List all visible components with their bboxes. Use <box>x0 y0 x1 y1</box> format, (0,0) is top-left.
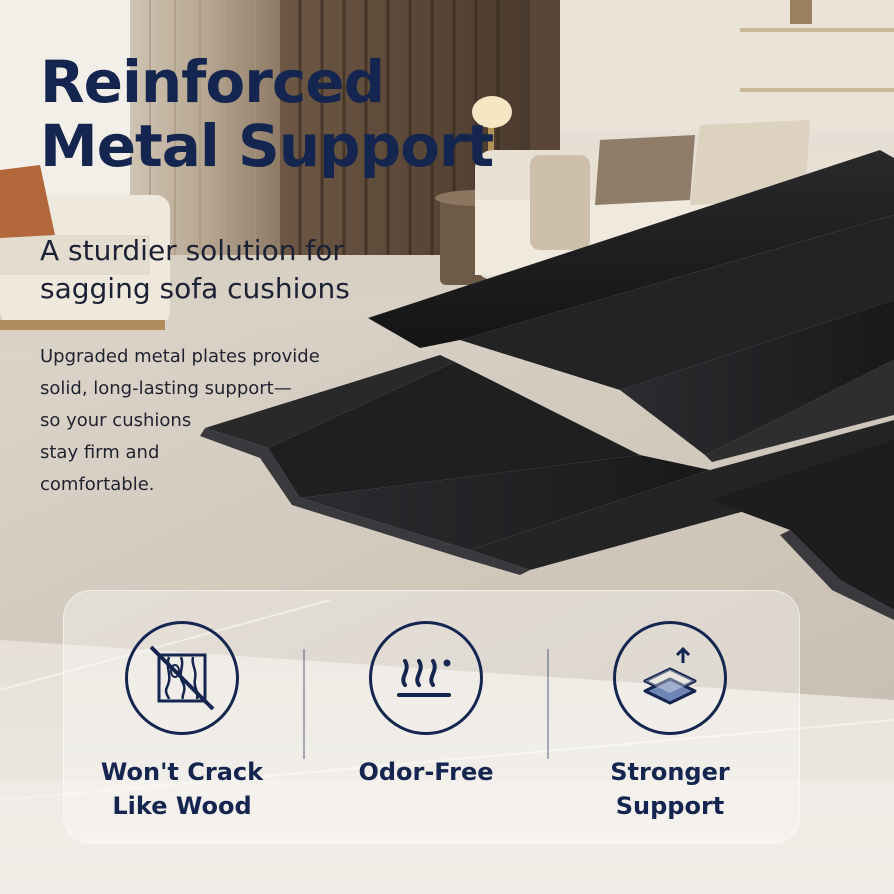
subheadline-line-1: A sturdier solution for <box>40 234 344 267</box>
description: Upgraded metal plates provide solid, lon… <box>40 341 350 501</box>
headline-line-1: Reinforced <box>40 48 385 116</box>
description-line-1: Upgraded metal plates provide <box>40 346 320 367</box>
feature-odor-free: Odor-Free <box>308 621 544 789</box>
description-line-2: solid, long-lasting support— <box>40 378 292 399</box>
stronger-support-icon <box>613 621 727 735</box>
headline: Reinforced Metal Support <box>40 48 494 180</box>
headline-line-2: Metal Support <box>40 112 494 180</box>
no-wood-crack-icon <box>125 621 239 735</box>
description-line-3: so your cushions <box>40 410 192 431</box>
description-line-4: stay firm and <box>40 442 160 463</box>
feature-divider <box>303 649 305 759</box>
subheadline: A sturdier solution for sagging sofa cus… <box>40 232 350 308</box>
description-line-5: comfortable. <box>40 474 155 495</box>
feature-stronger-support-label: Stronger Support <box>610 758 730 820</box>
feature-odor-free-label: Odor-Free <box>358 758 494 786</box>
feature-stronger-support: Stronger Support <box>552 621 788 823</box>
odor-free-icon <box>369 621 483 735</box>
feature-panel: Won't Crack Like Wood Odor-Free <box>63 590 800 844</box>
feature-divider <box>547 649 549 759</box>
feature-no-crack: Won't Crack Like Wood <box>64 621 300 823</box>
subheadline-line-2: sagging sofa cushions <box>40 272 350 305</box>
feature-no-crack-label: Won't Crack Like Wood <box>100 758 264 820</box>
